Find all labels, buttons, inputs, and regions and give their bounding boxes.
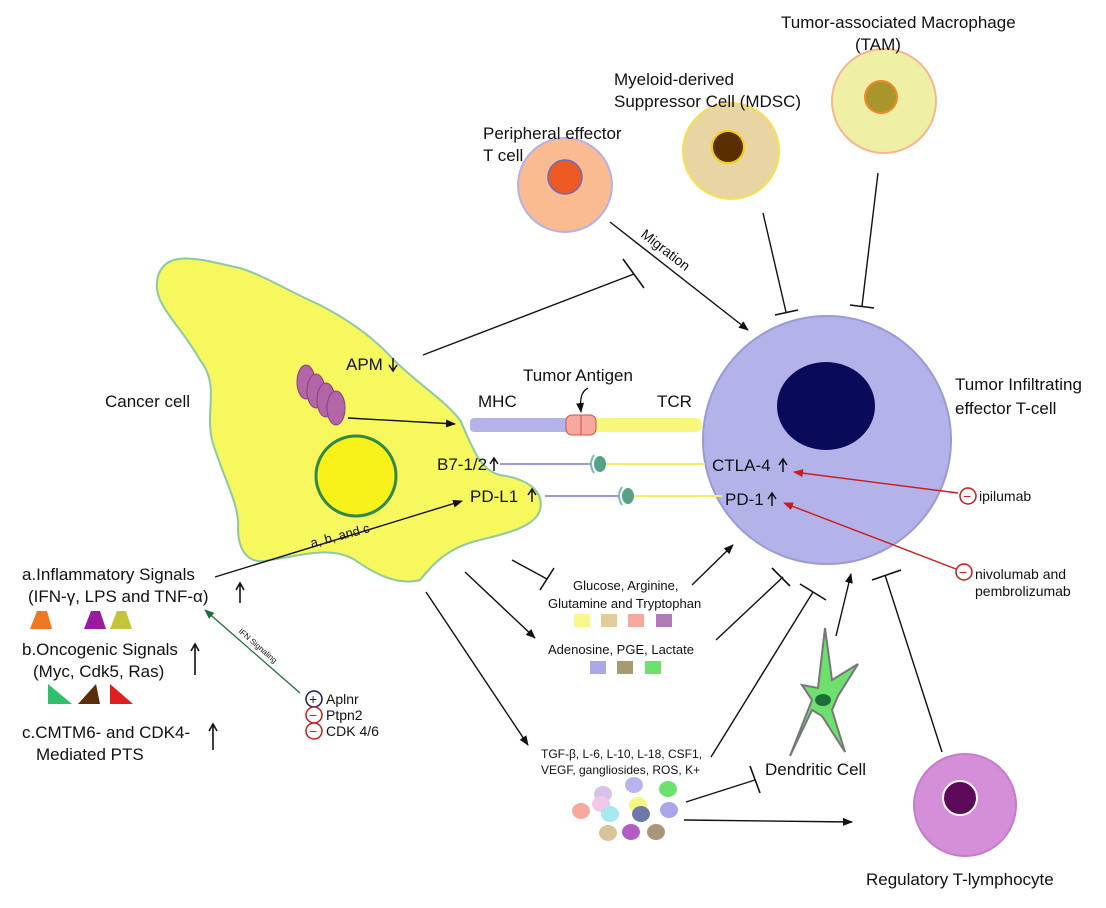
signal-c-line2: Mediated PTS	[36, 745, 144, 764]
b7-label: B7-1/2	[437, 455, 487, 474]
mhc-label: MHC	[478, 392, 517, 411]
ipilumab-label: ipilumab	[979, 488, 1031, 504]
aplnr-label: Aplnr	[326, 691, 359, 707]
signal-a-up-arrow-icon	[235, 581, 245, 603]
cytokines-label-2: VEGF, gangliosides, ROS, K+	[541, 763, 700, 777]
glucose-label-2: Glutamine and Tryptophan	[548, 596, 701, 611]
ipilumab-minus-icon	[959, 487, 977, 505]
tumor-antigen-label: Tumor Antigen	[523, 366, 633, 385]
cytokine-dots	[572, 777, 678, 841]
nivolumab-minus-sign: −	[959, 564, 967, 580]
dendritic-label: Dendritic Cell	[765, 760, 866, 779]
signal-a-line2: (IFN-γ, LPS and TNF-α)	[28, 587, 208, 606]
dendritic-nucleus	[815, 694, 831, 706]
signals-to-pdl1-arrow	[214, 499, 463, 578]
cancer-to-cytokines-arrow	[425, 591, 529, 746]
tcr-label: TCR	[657, 392, 692, 411]
signal-b-line1: b.Oncogenic Signals	[22, 640, 178, 659]
cdk46-minus-sign: −	[309, 723, 317, 739]
ptpn2-minus-sign: −	[309, 707, 317, 723]
gene-list: + Aplnr − Ptpn2 − CDK 4/6	[305, 690, 379, 740]
tam-inhibition	[861, 172, 879, 307]
tam-label-1: Tumor-associated Macrophage	[781, 13, 1016, 32]
tam-label-2: (TAM)	[855, 35, 901, 54]
cancer-blocks-migration	[422, 273, 635, 356]
dendritic-cell	[789, 627, 859, 757]
glucose-swatches	[574, 614, 672, 627]
cancer-to-glucose-inhibition	[511, 559, 548, 580]
b7-up-arrow-icon	[489, 456, 499, 471]
treg-label: Regulatory T-lymphocyte	[866, 870, 1054, 889]
mdsc-nucleus	[711, 130, 745, 164]
cytokines-label-1: TGF-β, L-6, L-10, L-18, CSF1,	[541, 747, 702, 761]
cdk46-minus-icon	[305, 722, 323, 740]
dendritic-to-tcell-arrow	[835, 573, 853, 637]
oncogenic-shapes	[48, 684, 133, 704]
treg-inhibition	[884, 574, 943, 753]
pd1-up-arrow-icon	[767, 491, 777, 506]
cytokines-to-dendritic-inhibition	[685, 779, 756, 803]
b7-ctla4-receptor-icon	[590, 454, 606, 474]
signal-b-up-arrow-icon	[190, 642, 200, 675]
ifn-signaling-arrow	[204, 609, 301, 694]
glucose-to-tcell-arrow	[691, 544, 734, 586]
inflammatory-shapes	[30, 611, 132, 629]
cancer-to-adenosine-arrow	[464, 571, 536, 639]
ipilumab-arrow	[793, 469, 959, 494]
tumor-t-cell-label-1: Tumor Infiltrating	[955, 375, 1082, 394]
tumor-antigen-icon	[565, 414, 597, 436]
mhc-bar	[470, 418, 580, 432]
tam-nucleus	[864, 80, 898, 114]
glucose-label-1: Glucose, Arginine,	[573, 578, 679, 593]
pdl1-pd1-receptor-icon	[618, 486, 634, 506]
signal-a-line1: a.Inflammatory Signals	[22, 565, 195, 584]
ifn-signaling-label: IFN Signaling	[237, 627, 279, 665]
mdsc-label-1: Myeloid-derived	[614, 70, 734, 89]
apm-label: APM	[346, 355, 383, 374]
ipilumab-minus-sign: −	[963, 488, 971, 504]
peripheral-label-1: Peripheral effector	[483, 124, 622, 143]
cytokines-inhibit-tcell	[710, 591, 814, 758]
tcr-bar	[590, 418, 702, 432]
ptpn2-label: Ptpn2	[326, 707, 363, 723]
cancer-cell-label: Cancer cell	[105, 392, 190, 411]
pdl1-label: PD-L1	[470, 487, 518, 506]
adenosine-label: Adenosine, PGE, Lactate	[548, 642, 694, 657]
signal-c-line1: c.CMTM6- and CDK4-	[22, 723, 190, 742]
pdl1-up-arrow-icon	[527, 487, 537, 502]
treg-nucleus	[942, 780, 978, 816]
t-cell-nucleus	[777, 362, 875, 450]
tumor-t-cell-label-2: effector T-cell	[955, 399, 1056, 418]
cancer-nucleus	[314, 434, 398, 518]
mdsc-inhibition	[762, 212, 787, 313]
pd1-label: PD-1	[725, 490, 764, 509]
adenosine-inhibition	[715, 576, 784, 641]
apm-granules	[296, 364, 346, 426]
cancer-cell	[155, 257, 542, 583]
apm-down-arrow-icon	[388, 358, 398, 373]
signal-c-up-arrow-icon	[208, 722, 218, 750]
ctla4-label: CTLA-4	[712, 456, 771, 475]
ctla4-up-arrow-icon	[778, 457, 788, 472]
mdsc-label-2: Suppressor Cell (MDSC)	[614, 92, 801, 111]
cdk46-label: CDK 4/6	[326, 723, 379, 739]
nivolumab-arrow	[783, 502, 957, 570]
aplnr-plus-sign: +	[309, 691, 317, 707]
nivolumab-label-1: nivolumab and	[975, 566, 1066, 582]
cytokines-to-treg-arrow	[683, 817, 853, 826]
nivolumab-label-2: pembrolizumab	[975, 583, 1071, 599]
adenosine-swatches	[590, 661, 661, 674]
signal-b-line2: (Myc, Cdk5, Ras)	[33, 662, 164, 681]
migration-arrow	[609, 221, 749, 331]
nivolumab-minus-icon	[955, 563, 973, 581]
peripheral-label-2: T cell	[483, 146, 523, 165]
peripheral-nucleus	[547, 159, 583, 195]
antigen-pointer	[576, 387, 589, 413]
